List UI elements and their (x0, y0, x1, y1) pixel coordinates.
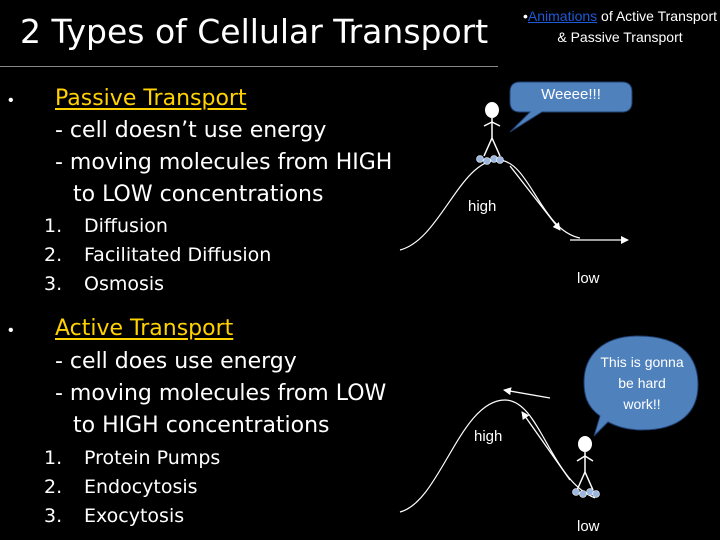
title-divider (0, 66, 498, 67)
active-diagram (399, 335, 699, 513)
top-high-label: high (468, 198, 497, 215)
list-item: 1. Protein Pumps (44, 444, 220, 473)
active-heading: Active Transport (55, 316, 234, 341)
animations-bullet: • (522, 8, 528, 24)
bottom-high-label: high (474, 428, 503, 445)
animations-text: of Active Transport & Passive Transport (557, 8, 717, 45)
page-title: 2 Types of Cellular Transport (20, 12, 489, 51)
list-item-number: 2. (44, 244, 63, 266)
active-line-1: - cell does use energy (55, 349, 297, 374)
active-line-2: - moving molecules from LOW (55, 381, 387, 406)
molecule-group-icon (476, 155, 504, 165)
passive-line-2: - moving molecules from HIGH (55, 150, 393, 175)
stick-figure-icon (576, 436, 594, 491)
list-item-number: 1. (44, 447, 63, 469)
animations-link[interactable]: Animations (527, 8, 598, 24)
passive-bullet: • (8, 92, 14, 109)
speech-top-text: Weeee!!! (541, 86, 601, 103)
passive-line-1: - cell doesn’t use energy (55, 118, 327, 143)
list-item-label: Protein Pumps (84, 447, 221, 469)
list-item-label: Osmosis (84, 273, 165, 295)
passive-line-3: to LOW concentrations (73, 182, 324, 207)
downhill-arrow (509, 165, 561, 231)
list-item-number: 3. (44, 273, 63, 295)
molecule-group-icon (572, 488, 600, 498)
list-item: 1. Diffusion (44, 212, 271, 241)
top-left-arrow (503, 387, 551, 399)
active-line-3: to HIGH concentrations (73, 413, 330, 438)
list-item-label: Facilitated Diffusion (84, 244, 272, 266)
list-item-number: 2. (44, 476, 63, 498)
animations-note: •Animations of Active Transport & Passiv… (520, 6, 720, 48)
list-item-label: Diffusion (84, 215, 168, 237)
speech-bubble-bottom (583, 335, 699, 437)
list-item: 3. Exocytosis (44, 502, 220, 531)
list-item: 2. Endocytosis (44, 473, 220, 502)
passive-heading: Passive Transport (55, 86, 247, 111)
list-item-number: 3. (44, 505, 63, 527)
uphill-arrow (521, 411, 571, 481)
passive-diagram (399, 81, 633, 251)
passive-list: 1. Diffusion 2. Facilitated Diffusion 3. Os… (44, 212, 271, 299)
stick-figure-icon (483, 102, 501, 157)
list-item-label: Exocytosis (84, 505, 185, 527)
list-item: 2. Facilitated Diffusion (44, 241, 271, 270)
hill-curve (399, 399, 596, 513)
list-item-number: 1. (44, 215, 63, 237)
speech-bubble-top (509, 81, 633, 133)
speech-bottom-text: This is gonna be hard work!! (600, 354, 684, 412)
bottom-low-label: low (577, 518, 600, 535)
list-item: 3. Osmosis (44, 270, 271, 299)
list-item-label: Endocytosis (84, 476, 198, 498)
top-low-label: low (577, 270, 600, 287)
active-list: 1. Protein Pumps 2. Endocytosis 3. Exocytos… (44, 444, 220, 531)
active-bullet: • (8, 322, 14, 339)
